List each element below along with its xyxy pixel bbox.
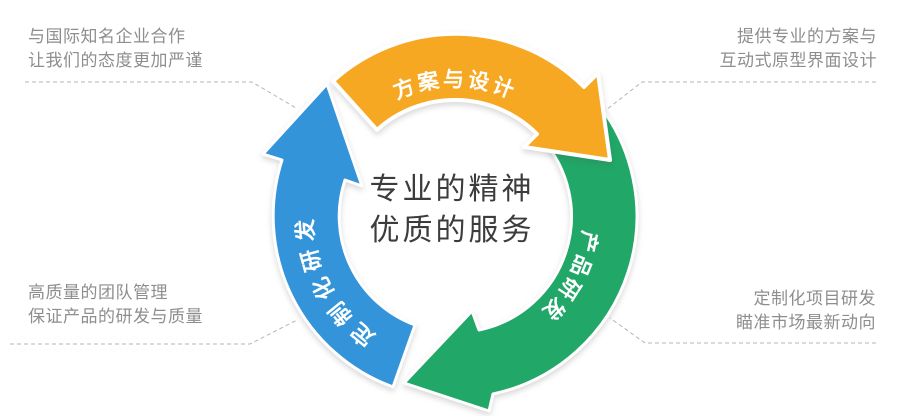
caption-top-left: 与国际知名企业合作 让我们的态度更加严谨	[28, 25, 203, 73]
caption-top-right-line1: 提供专业的方案与	[737, 27, 877, 46]
connector-top-right	[605, 81, 876, 111]
arrow-custom-dev	[261, 82, 417, 389]
caption-bottom-right-line2: 瞄准市场最新动向	[736, 313, 876, 332]
center-title-line1: 专业的精神	[369, 173, 535, 206]
connector-bottom-left	[10, 319, 298, 345]
center-title-line2: 优质的服务	[369, 214, 535, 247]
caption-top-right-line2: 互动式原型界面设计	[719, 51, 877, 70]
caption-bottom-left: 高质量的团队管理 保证产品的研发与质量	[28, 281, 203, 329]
caption-top-left-line1: 与国际知名企业合作	[28, 27, 186, 46]
connector-bottom-right	[609, 317, 876, 344]
caption-bottom-left-line2: 保证产品的研发与质量	[28, 307, 203, 326]
connector-top-left	[25, 81, 297, 109]
arrow-product-dev	[402, 92, 639, 413]
caption-bottom-right: 定制化项目研发 瞄准市场最新动向	[736, 287, 876, 335]
center-title: 专业的精神 优质的服务	[302, 169, 602, 251]
caption-bottom-left-line1: 高质量的团队管理	[28, 283, 168, 302]
arrow-plan-design	[331, 31, 612, 162]
caption-bottom-right-line1: 定制化项目研发	[753, 289, 876, 308]
caption-top-left-line2: 让我们的态度更加严谨	[28, 51, 203, 70]
caption-top-right: 提供专业的方案与 互动式原型界面设计	[720, 25, 878, 73]
